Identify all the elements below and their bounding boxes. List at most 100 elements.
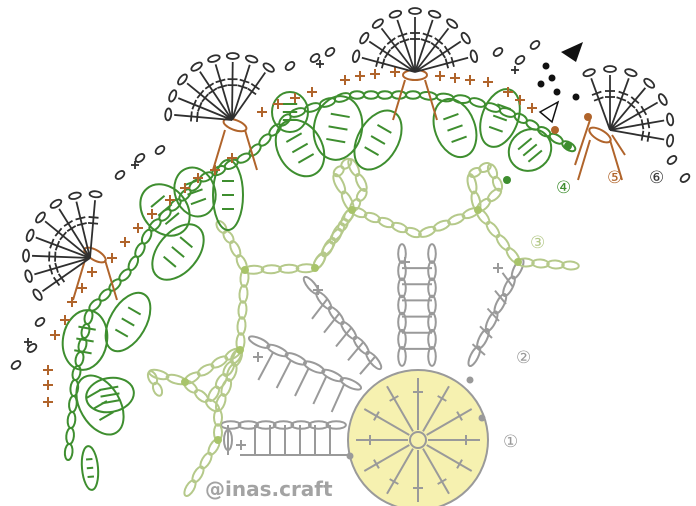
stitch-crossbar — [59, 231, 67, 241]
mesh-chain — [418, 225, 437, 238]
mesh-chain — [278, 263, 300, 274]
chain-stitch — [290, 420, 312, 430]
double-crochet-line — [89, 200, 96, 259]
stitch-dot — [478, 414, 486, 422]
stitch-crossbar — [593, 96, 604, 102]
leaf-shape — [75, 374, 125, 436]
picot-chain — [359, 31, 370, 45]
picot-chain — [427, 9, 442, 19]
mesh-chain — [229, 240, 242, 258]
mesh-chain — [260, 264, 282, 275]
center-stitch-line — [386, 448, 414, 495]
leaf-chain — [483, 102, 502, 113]
chain-stitch — [237, 420, 260, 430]
leaf-stitch — [100, 392, 120, 398]
double-crochet-line — [347, 341, 365, 361]
picot-chain — [25, 228, 35, 242]
stitch-crossbar — [450, 56, 455, 67]
leaf-chain — [333, 92, 352, 103]
mesh-chain — [531, 258, 550, 269]
picot-chain — [388, 9, 403, 19]
mesh-chain — [213, 408, 223, 427]
brown-chain — [222, 117, 248, 133]
stitch-crossbar — [88, 216, 99, 219]
chain-end — [223, 429, 233, 451]
chain-stitch — [321, 368, 344, 383]
leaf-chain — [405, 90, 421, 100]
mesh-join-dot — [348, 206, 356, 214]
leaf-shape — [151, 223, 205, 281]
leaf-stitch — [114, 328, 129, 338]
mesh-chain — [478, 161, 492, 174]
leaf-stitch — [330, 112, 350, 119]
double-crochet-line — [174, 114, 233, 121]
double-crochet-line — [359, 355, 377, 375]
mesh-chain — [320, 240, 335, 258]
leaf-stitch — [492, 114, 508, 122]
mesh-chain — [486, 163, 499, 180]
start-dot — [548, 74, 556, 82]
brown-stitch — [392, 79, 438, 121]
mesh-chain — [222, 230, 235, 244]
chain-stitch — [302, 360, 326, 374]
mesh-chain — [207, 385, 221, 402]
chain-zero — [26, 343, 38, 353]
stitch-crossbar — [237, 84, 248, 90]
chain-zero — [134, 153, 146, 163]
start-dot — [572, 93, 580, 101]
stitch-crossbar — [196, 111, 199, 123]
leaf-stitch — [87, 475, 95, 479]
leaf-chain — [349, 90, 365, 100]
stitch-crossbar — [456, 459, 463, 469]
leaf-chain — [435, 92, 455, 103]
stitch-crossbar — [239, 78, 250, 84]
stitch-crossbar — [618, 90, 629, 96]
center-stitch-line — [422, 448, 450, 495]
stitch-crossbar — [386, 37, 396, 45]
leaf-chain — [80, 322, 91, 340]
mesh-chain — [468, 166, 482, 179]
round-label-1: ① — [503, 432, 518, 452]
chain-stitch — [427, 260, 437, 282]
credit-watermark: @inas.craft — [205, 477, 333, 501]
round-6-shells — [10, 7, 691, 370]
chain-zero — [284, 61, 296, 71]
double-crochet-line — [501, 272, 514, 288]
leaf-shape — [353, 109, 403, 171]
stitch-crossbar — [75, 216, 86, 221]
stitch-crossbar — [191, 99, 197, 110]
chain-zero — [666, 155, 678, 165]
double-crochet-line — [414, 19, 434, 73]
leaf-chain — [65, 426, 75, 446]
leaf-stitch — [517, 137, 533, 151]
mesh-join-dot — [514, 258, 522, 266]
chain-stitch — [397, 311, 407, 333]
picot-chain — [666, 133, 675, 148]
mesh-chain — [214, 393, 227, 412]
round-5-stitches — [43, 67, 626, 407]
double-crochet-line — [486, 307, 500, 322]
stitch-crossbar — [375, 56, 380, 67]
double-crochet-line — [231, 71, 267, 121]
stitch-dot — [346, 452, 354, 460]
start-marker — [537, 42, 583, 124]
picot-chain — [225, 52, 240, 60]
mesh-chain — [214, 373, 228, 390]
center-stitch-line — [426, 444, 473, 472]
stitch-crossbar — [430, 42, 440, 50]
leaf-stitch — [179, 236, 193, 249]
chain-stitch — [484, 310, 499, 333]
stitch-crossbar — [390, 42, 400, 50]
stitch-crossbar — [197, 101, 203, 112]
mesh-chain — [191, 465, 205, 484]
round-3-chain-mesh — [146, 157, 580, 497]
stitch-crossbar — [646, 118, 651, 129]
center-stitch-line — [363, 408, 410, 436]
double-crochet-line — [35, 236, 91, 259]
picot-chain — [177, 73, 188, 86]
chain-stitch — [397, 277, 407, 299]
chain-zero — [324, 47, 336, 57]
mesh-chain — [432, 219, 451, 232]
picot-chain — [643, 77, 656, 89]
